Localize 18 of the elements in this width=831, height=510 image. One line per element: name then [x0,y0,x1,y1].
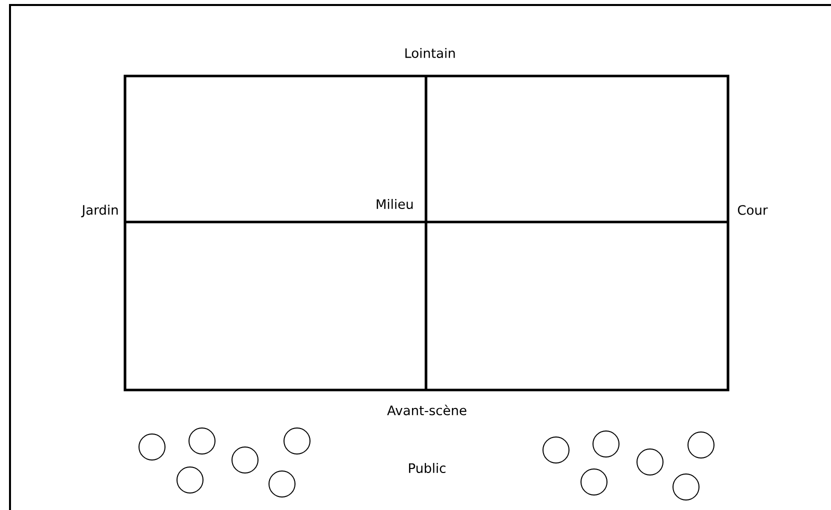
audience-circle [188,428,216,454]
audience-circle [284,428,310,454]
audience-circle [268,470,296,498]
stage-label: Lointain [405,48,455,58]
audience-circle [138,434,166,460]
stage-label: Milieu [376,198,413,210]
stage-label: Jardin [81,204,118,218]
stage-label: Public [409,462,446,474]
audience-circle [688,432,714,458]
audience-circle [542,436,570,464]
audience-circle [176,466,204,494]
audience-circle [580,468,608,496]
stage-label: Avant-scène [387,404,466,416]
stage-label: Cour [738,205,768,215]
audience-circle [672,474,700,500]
audience-circle [592,430,620,458]
audience-circle [232,446,258,474]
audience-circle [636,448,664,476]
